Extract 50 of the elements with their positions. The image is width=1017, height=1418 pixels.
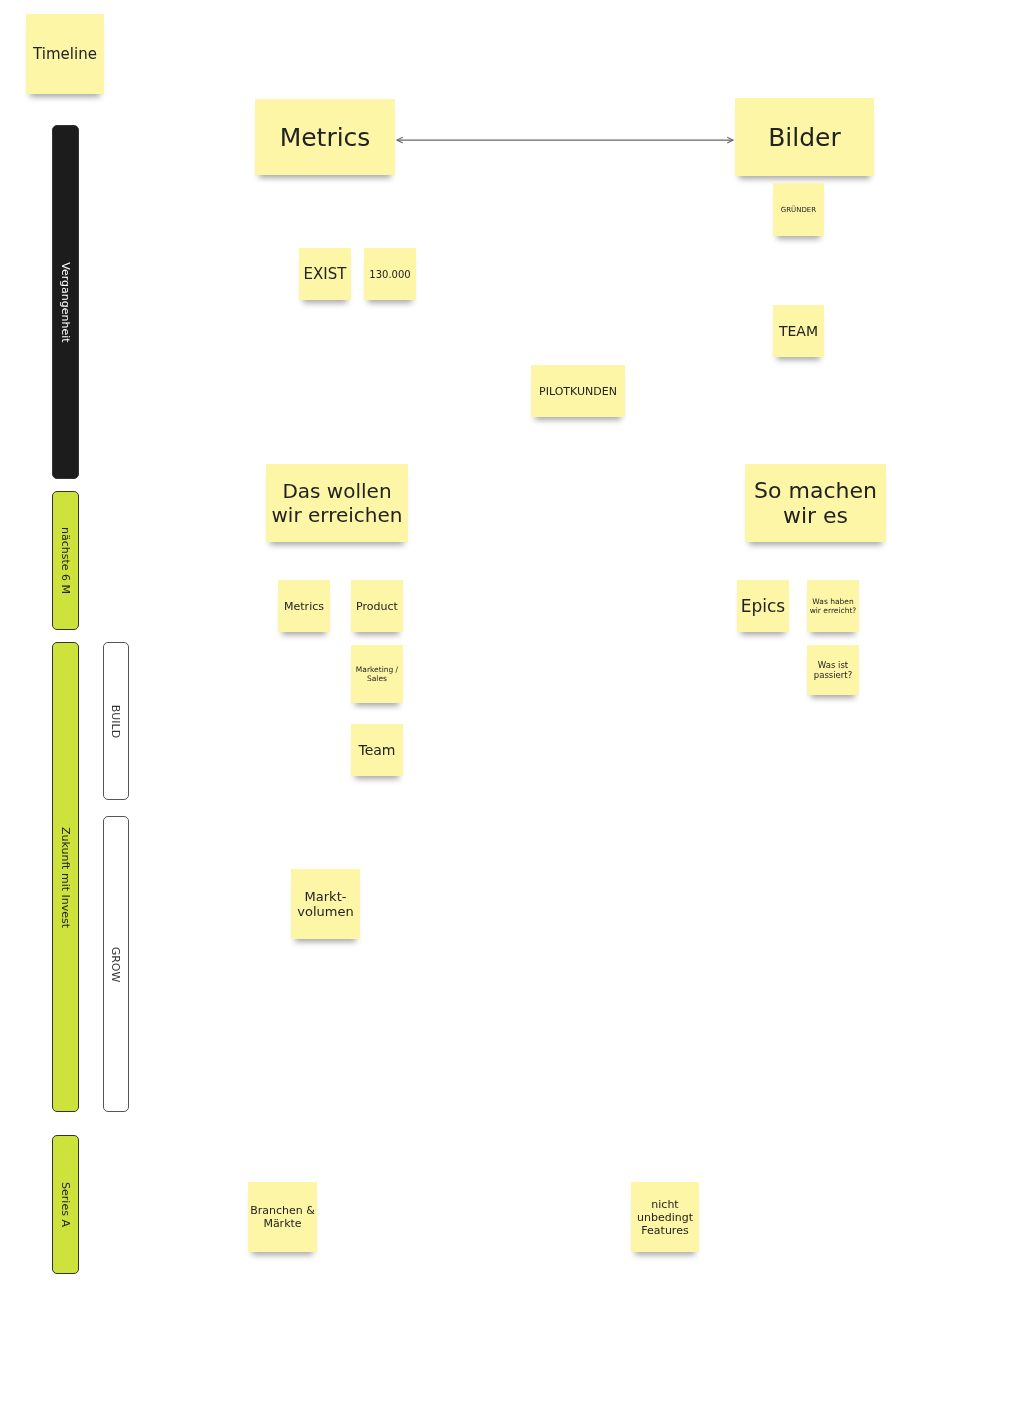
sticky-note xyxy=(737,580,789,632)
note-text: TEAM xyxy=(778,323,819,339)
note-text: Was ist passiert? xyxy=(812,660,854,680)
arrow xyxy=(396,136,734,144)
sticky-note xyxy=(531,365,625,417)
note-text: Branchen & Märkte xyxy=(250,1204,315,1230)
sticky-note xyxy=(266,464,408,542)
timeline-bar xyxy=(52,491,79,630)
note-text: Metrics xyxy=(284,599,324,613)
sticky-note xyxy=(351,724,403,776)
timeline-bar xyxy=(52,1135,79,1274)
sticky-note xyxy=(278,580,330,632)
bar-label: Vergangenheit xyxy=(59,261,72,343)
note-text: PILOTKUNDEN xyxy=(539,384,617,398)
phase-bar xyxy=(103,816,129,1112)
bar-label: nächste 6 M xyxy=(59,527,72,594)
note-text: 130.000 xyxy=(369,268,411,280)
sticky-note xyxy=(299,248,351,300)
sticky-note xyxy=(773,305,824,357)
note-text: EXIST xyxy=(303,265,347,283)
note-text: Product xyxy=(356,599,398,613)
note-text: Metrics xyxy=(279,122,371,152)
note-text: Bilder xyxy=(768,122,841,152)
note-text: Timeline xyxy=(33,45,97,63)
sticky-note xyxy=(248,1182,317,1252)
sticky-note xyxy=(807,580,859,632)
sticky-note xyxy=(255,99,395,175)
sticky-note xyxy=(26,14,104,94)
note-text: Das wollen wir erreichen xyxy=(270,479,404,527)
note-text: Team xyxy=(358,742,396,758)
note-text: Markt- volumen xyxy=(296,889,355,919)
sticky-note xyxy=(631,1182,699,1252)
sticky-note xyxy=(351,645,403,703)
note-text: Epics xyxy=(740,596,786,616)
timeline-bar xyxy=(52,642,79,1112)
sticky-note xyxy=(807,645,859,695)
sticky-note xyxy=(773,183,824,236)
bar-label: Zukunft mit Invest xyxy=(59,826,72,928)
bar-label: GROW xyxy=(109,946,123,982)
sticky-note xyxy=(735,98,874,176)
sticky-note xyxy=(351,580,403,632)
bar-label: Series A xyxy=(59,1182,72,1227)
sticky-note xyxy=(745,464,886,542)
phase-bar xyxy=(103,642,129,800)
timeline-bar xyxy=(52,125,79,479)
sticky-note xyxy=(364,248,416,300)
note-text: So machen wir es xyxy=(753,478,878,528)
sticky-note xyxy=(291,869,360,939)
note-text: nicht unbedingt Features xyxy=(636,1197,694,1237)
bar-label: BUILD xyxy=(109,704,123,738)
